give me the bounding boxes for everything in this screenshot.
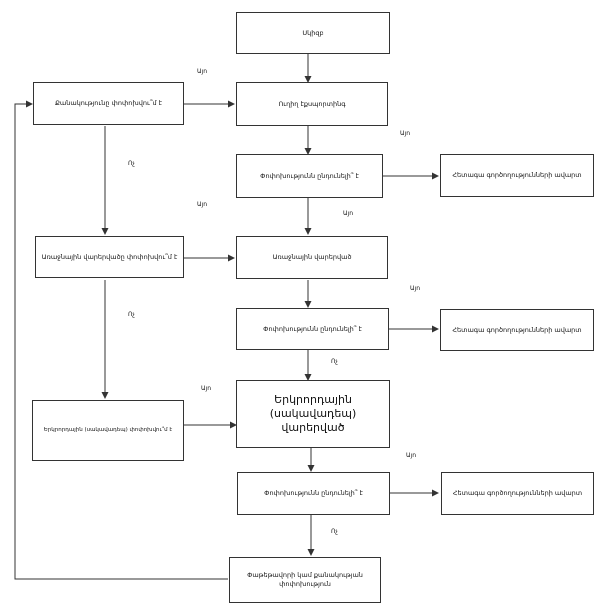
- label-yes-7: Այո: [406, 452, 417, 459]
- node-final: Փաթեթավորի կամ քանակության փոփոխություն: [229, 557, 381, 603]
- node-final-label: Փաթեթավորի կամ քանակության փոփոխություն: [247, 571, 363, 588]
- node-quantity-question: Քանակությունը փոփոխվու՞մ է: [33, 82, 184, 125]
- node-direct-purchase-label: Ուղիղ էքսպորտինգ: [278, 99, 346, 108]
- label-yes-1: Այո: [197, 68, 208, 75]
- node-direct-purchase: Ուղիղ էքսպորտինգ: [236, 82, 388, 126]
- node-result-2-label: Հետագա գործողությունների ավարտ: [452, 325, 582, 334]
- node-second-revision-question: Երկրորդային (սակավադեպ) փոփոխվու՞մ է: [32, 400, 184, 461]
- node-changes-question-3-label: Փոփոխությունն ընդունելի՞ է: [264, 489, 363, 498]
- node-second-revision-sub: (սակավադեպ): [269, 407, 357, 421]
- label-no-3: Ոչ: [331, 358, 338, 365]
- label-no-2: Ոչ: [128, 311, 135, 318]
- node-start-label: Սկիզբ: [302, 28, 324, 37]
- node-first-revision-label: Առաջնային վարերված: [272, 253, 352, 262]
- node-second-revision-tail: վարերված: [281, 420, 345, 434]
- label-no-1: Ոչ: [128, 160, 135, 167]
- node-changes-question-1: Փոփոխությունն ընդունելի՞ է: [236, 154, 383, 198]
- node-quantity-question-label: Քանակությունը փոփոխվու՞մ է: [54, 99, 163, 108]
- node-second-revision-question-label: Երկրորդային (սակավադեպ) փոփոխվու՞մ է: [43, 426, 173, 433]
- node-result-1: Հետագա գործողությունների ավարտ: [440, 154, 594, 197]
- node-result-3: Հետագա գործողությունների ավարտ: [441, 472, 594, 515]
- node-changes-question-2: Փոփոխությունն ընդունելի՞ է: [236, 308, 389, 350]
- node-result-2: Հետագա գործողությունների ավարտ: [440, 309, 594, 351]
- label-yes-4: Այո: [343, 210, 354, 217]
- node-result-3-label: Հետագա գործողությունների ավարտ: [452, 489, 583, 498]
- label-yes-3: Այո: [197, 201, 208, 208]
- node-result-1-label: Հետագա գործողությունների ավարտ: [452, 171, 582, 180]
- label-yes-5: Այո: [410, 285, 421, 292]
- node-first-revision-question: Առաջնային վարերվածը փոփոխվու՞մ է: [35, 236, 184, 278]
- node-changes-question-3: Փոփոխությունն ընդունելի՞ է: [237, 472, 390, 515]
- node-second-revision-title: Երկրորդային: [274, 393, 352, 407]
- node-changes-question-1-label: Փոփոխությունն ընդունելի՞ է: [260, 171, 359, 180]
- label-yes-2: Այո: [400, 130, 411, 137]
- node-first-revision-question-label: Առաջնային վարերվածը փոփոխվու՞մ է: [41, 252, 178, 261]
- node-start: Սկիզբ: [236, 12, 390, 54]
- label-no-4: Ոչ: [331, 528, 338, 535]
- label-yes-6: Այո: [201, 385, 212, 392]
- node-first-revision: Առաջնային վարերված: [236, 236, 388, 279]
- edge-final-loop: [14, 100, 228, 580]
- node-changes-question-2-label: Փոփոխությունն ընդունելի՞ է: [263, 324, 362, 333]
- node-second-revision: Երկրորդային (սակավադեպ) վարերված: [236, 380, 390, 448]
